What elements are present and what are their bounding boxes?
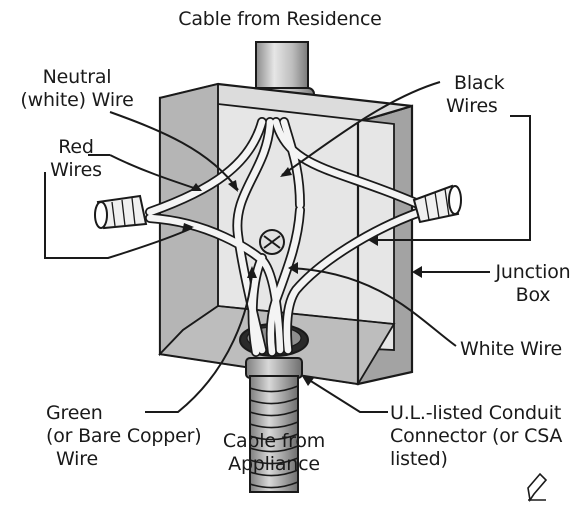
flexible-conduit bbox=[245, 357, 303, 493]
white-wire-label: White Wire bbox=[460, 338, 563, 360]
black-wires-label: Black Wires bbox=[446, 72, 556, 118]
green-wire-label: Green (or Bare Copper) Wire bbox=[46, 402, 216, 471]
neutral-wire-label: Neutral (white) Wire bbox=[2, 66, 152, 112]
red-wires-label: Red Wires bbox=[46, 136, 106, 182]
arrowheads bbox=[182, 167, 422, 386]
wire-bundle bbox=[145, 117, 425, 357]
left-wire-nut-icon bbox=[94, 194, 148, 230]
appliance-label-line1: Cable from bbox=[222, 430, 326, 452]
green-label-line2: (or Bare Copper) bbox=[46, 425, 202, 447]
conduit-label-line3: listed) bbox=[390, 448, 448, 470]
green-label-line3: Wire bbox=[56, 448, 98, 470]
neutral-label-line1: Neutral bbox=[42, 66, 112, 88]
black-label-line2: Wires bbox=[446, 95, 498, 117]
cable-from-appliance-label: Cable from Appliance bbox=[210, 430, 338, 476]
conduit-connector-label: U.L.-listed Conduit Connector (or CSA li… bbox=[390, 402, 580, 471]
junction-label-line1: Junction bbox=[495, 261, 571, 283]
red-label-line1: Red bbox=[58, 136, 94, 158]
appliance-label-line2: Appliance bbox=[228, 453, 320, 475]
cable-from-residence-label: Cable from Residence bbox=[178, 8, 382, 30]
green-label-line1: Green bbox=[46, 402, 103, 424]
black-label-line1: Black bbox=[454, 72, 505, 94]
conduit-label-line2: Connector (or CSA bbox=[390, 425, 563, 447]
right-wire-nut-icon bbox=[412, 184, 462, 224]
junction-box-label: Junction Box bbox=[490, 261, 576, 307]
neutral-label-line2: (white) Wire bbox=[20, 89, 134, 111]
red-label-line2: Wires bbox=[50, 159, 102, 181]
conduit-label-line1: U.L.-listed Conduit bbox=[390, 402, 562, 424]
leader-lines bbox=[44, 81, 531, 413]
pencil-mark-icon bbox=[527, 472, 548, 503]
junction-label-line2: Box bbox=[515, 284, 551, 306]
